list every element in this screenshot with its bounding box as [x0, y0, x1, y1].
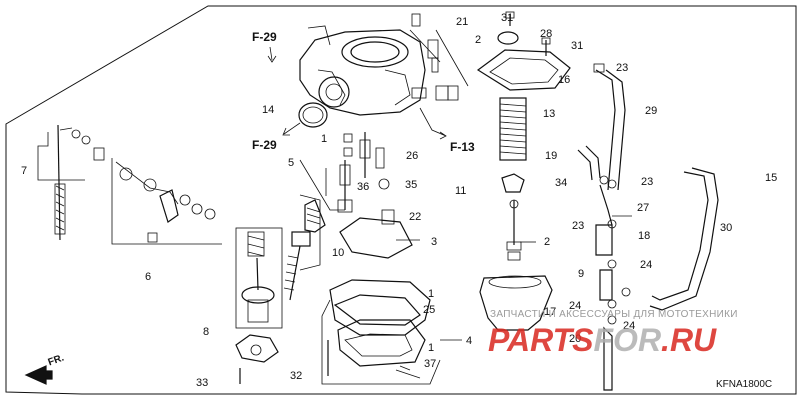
watermark-brand-parts: PARTS: [488, 322, 594, 358]
jet-assembly: [299, 132, 390, 213]
part-number-2b: 2: [544, 236, 551, 248]
part-number-22: 22: [409, 211, 422, 223]
watermark-brand: PARTSFOR.RU: [488, 322, 716, 359]
gasket-ring: [298, 102, 328, 128]
part-number-18: 18: [638, 230, 651, 242]
part-number-27: 27: [637, 202, 650, 214]
part-number-29: 29: [645, 105, 658, 117]
part-number-23a: 23: [616, 62, 629, 74]
part-number-24a: 24: [640, 259, 653, 271]
part-number-17: 17: [544, 306, 557, 318]
part-number-14: 14: [262, 104, 275, 116]
choke-assembly: [111, 158, 222, 245]
part-number-36: 36: [357, 181, 370, 193]
reference-f29-top: F-29: [252, 30, 277, 44]
part-number-8: 8: [203, 326, 210, 338]
watermark-brand-for: FOR: [593, 322, 662, 358]
part-number-23b: 23: [641, 176, 654, 188]
throttle-sensor: [339, 209, 420, 259]
part-number-34: 34: [555, 177, 568, 189]
part-number-24b: 24: [569, 300, 582, 312]
part-number-11: 11: [455, 185, 467, 197]
part-number-7: 7: [21, 165, 28, 177]
accelerator-pump: [283, 194, 326, 301]
part-number-24c: 24: [623, 320, 636, 332]
part-number-31a: 31: [501, 12, 514, 24]
top-cover-hardware: [409, 11, 551, 101]
carburetor-body: [299, 25, 449, 116]
part-number-25: 25: [423, 304, 436, 316]
watermark-tagline: ЗАПЧАСТИ И АКСЕССУАРЫ ДЛЯ МОТОТЕХНИКИ: [490, 309, 738, 320]
part-number-4: 4: [466, 335, 473, 347]
hose-set: [577, 63, 719, 391]
diagram-code: KFNA1800C: [716, 379, 773, 390]
float-chamber: [321, 279, 441, 385]
part-number-26: 26: [406, 150, 419, 162]
part-number-16: 16: [558, 74, 571, 86]
part-number-1a: 1: [321, 133, 328, 145]
part-number-1b: 1: [428, 288, 435, 300]
part-number-3: 3: [431, 236, 438, 248]
part-number-31b: 31: [571, 40, 584, 52]
part-number-10: 10: [332, 247, 345, 259]
reference-f13: F-13: [450, 140, 475, 154]
part-number-2a: 2: [475, 34, 482, 46]
part-number-1c: 1: [428, 342, 435, 354]
linkage-assembly: [37, 124, 105, 241]
reference-f29-left: F-29: [252, 138, 277, 152]
part-number-6: 6: [145, 271, 152, 283]
part-number-32: 32: [290, 370, 303, 382]
part-number-37: 37: [424, 358, 437, 370]
part-number-15: 15: [765, 172, 778, 184]
part-number-13: 13: [543, 108, 556, 120]
watermark-brand-tld: .RU: [661, 322, 717, 358]
part-number-33: 33: [196, 377, 209, 389]
diagram-frame: [5, 5, 797, 395]
enrichment-valve: [235, 227, 283, 384]
part-number-19: 19: [545, 150, 558, 162]
part-number-5: 5: [288, 157, 295, 169]
vacuum-piston-assembly: [476, 49, 571, 331]
part-number-9: 9: [578, 268, 585, 280]
part-number-21: 21: [456, 16, 469, 28]
part-number-35: 35: [405, 179, 418, 191]
part-number-28: 28: [540, 28, 553, 40]
part-number-23c: 23: [572, 220, 585, 232]
part-number-30: 30: [720, 222, 733, 234]
part-number-20: 20: [569, 333, 582, 345]
